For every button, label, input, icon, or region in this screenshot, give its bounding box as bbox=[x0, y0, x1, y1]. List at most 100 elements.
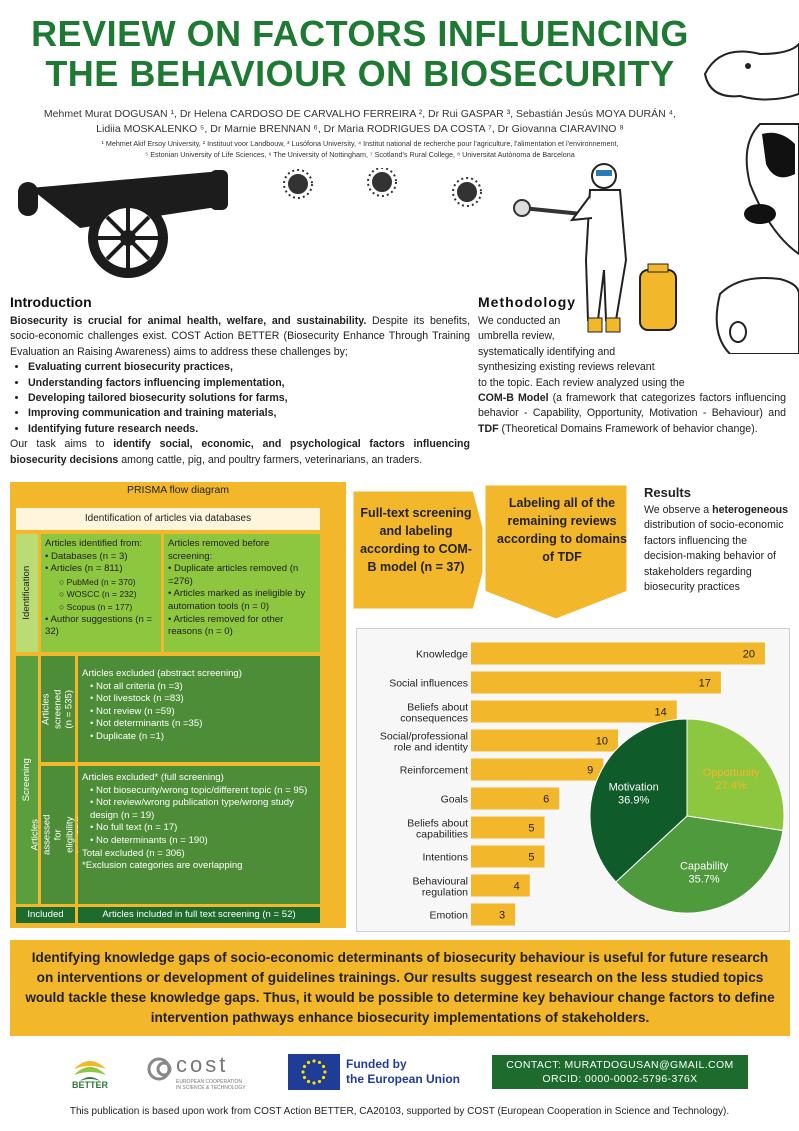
prisma-fulltext-item: • Not review/wrong publication type/wron… bbox=[90, 797, 294, 821]
method-paragraph: COM-B Model (a framework that categorize… bbox=[478, 391, 786, 437]
introduction-heading: Introduction bbox=[10, 294, 92, 310]
prisma-label-identification-text: Identification bbox=[21, 566, 33, 620]
bar-value-label: 20 bbox=[743, 649, 755, 661]
intro-p2-a: Our task aims to bbox=[10, 438, 114, 451]
step-arrow-2 bbox=[482, 482, 630, 622]
intro-p2-b: among cattle, pig, and poultry farmers, … bbox=[118, 453, 423, 466]
prisma-label-screened: Articles screened (n = 535) bbox=[41, 656, 75, 762]
prisma-total-excluded: Total excluded (n = 306) bbox=[82, 847, 185, 859]
footer-note: This publication is based upon work from… bbox=[69, 1106, 730, 1117]
prisma-flow-diagram: PRISMA flow diagram Identification of ar… bbox=[10, 482, 346, 928]
prisma-label-included: Included bbox=[16, 907, 75, 923]
intro-p2-bold: identify social, economic, and psycholog… bbox=[10, 438, 470, 466]
prisma-abstract-title: Articles excluded (abstract screening) bbox=[82, 668, 242, 679]
contact-orcid[interactable]: ORCID: 0000-0002-5796-376X bbox=[542, 1073, 698, 1085]
bar-value-label: 5 bbox=[528, 852, 534, 864]
authors-line-1: Mehmet Murat DOGUSAN ¹, Dr Helena CARDOS… bbox=[43, 108, 677, 120]
method-line: to the topic. Each review analyzed using… bbox=[478, 376, 685, 389]
methodology-heading: Methodology bbox=[478, 294, 577, 310]
results-text-a: We observe a bbox=[644, 504, 713, 516]
prisma-identified-item: • Databases (n = 3) bbox=[45, 550, 128, 562]
bar-value-label: 4 bbox=[514, 881, 520, 893]
bar-value-label: 3 bbox=[499, 910, 505, 922]
prisma-ident-header: Identification of articles via databases bbox=[16, 508, 320, 530]
prisma-fulltext-text: Not review/wrong publication type/wrong … bbox=[90, 797, 294, 821]
method-comb-rest: (a framework that categorizes factors in… bbox=[478, 392, 786, 420]
prisma-identified-box: Articles identified from: • Databases (n… bbox=[41, 534, 161, 652]
disinfection-worker-illustration bbox=[513, 163, 677, 333]
step-2-text: Labeling all of the remaining reviews ac… bbox=[497, 496, 627, 564]
bar-value-label: 9 bbox=[587, 765, 593, 777]
eu-star bbox=[317, 1060, 322, 1065]
eu-star bbox=[317, 1079, 322, 1084]
bar bbox=[471, 700, 677, 723]
bar-category-label: Knowledge bbox=[416, 649, 468, 661]
prisma-fulltext-item: • Not biosecurity/wrong topic/different … bbox=[90, 784, 308, 796]
bar-category-label: Reinforcement bbox=[400, 765, 468, 777]
prisma-articles: Articles (n = 811) bbox=[50, 563, 123, 575]
intro-paragraph-2: Our task aims to identify social, econom… bbox=[10, 437, 470, 468]
results-text: We observe a heterogeneous distribution … bbox=[644, 503, 792, 595]
eu-star bbox=[312, 1081, 316, 1085]
bar bbox=[471, 729, 618, 752]
eu-star bbox=[302, 1075, 307, 1080]
author-list: Mehmet Murat DOGUSAN ¹, Dr Helena CARDOS… bbox=[10, 107, 710, 137]
prisma-identified-sub: ○ Scopus (n = 177) bbox=[59, 601, 133, 612]
method-line: We conducted an bbox=[478, 315, 561, 327]
introduction-text: Biosecurity is crucial for animal health… bbox=[10, 314, 470, 468]
affil-line-2: ⁵ Estonian University of Life Sciences, … bbox=[145, 150, 575, 159]
prisma-author-suggestions: Author suggestions (n = 32) bbox=[45, 613, 153, 638]
bar bbox=[471, 874, 530, 897]
results-heading: Results bbox=[644, 485, 691, 500]
bar bbox=[471, 787, 560, 810]
eu-funding-text: Funded by the European Union bbox=[346, 1057, 460, 1087]
prisma-fulltext-title: Articles excluded* (full screening) bbox=[82, 772, 224, 783]
prisma-label-screening: Screening bbox=[16, 656, 38, 904]
bar-value-label: 17 bbox=[699, 678, 711, 690]
prisma-identified-item: • Author suggestions (n = 32) bbox=[45, 613, 153, 638]
prisma-fulltext-text: No full text (n = 17) bbox=[96, 822, 178, 834]
eu-star bbox=[306, 1060, 311, 1065]
prisma-abstract-item: • Not livestock (n =83) bbox=[90, 693, 184, 705]
affil-line-1: ¹ Mehmet Akif Ersoy University, ² Instit… bbox=[101, 139, 619, 148]
method-comb-bold: COM-B Model bbox=[478, 392, 549, 405]
intro-bullet: Evaluating current biosecurity practices… bbox=[28, 360, 470, 375]
method-line: systematically identifying and bbox=[478, 345, 616, 358]
bar-value-label: 5 bbox=[528, 823, 534, 835]
contact-email[interactable]: CONTACT: MURATDOGUSAN@GMAIL.COM bbox=[506, 1059, 734, 1071]
results-text-b: distribution of socio-economic factors i… bbox=[644, 519, 784, 594]
prisma-identified-item: • Articles (n = 811) bbox=[45, 563, 123, 575]
eu-star bbox=[321, 1075, 326, 1080]
bar-value-label: 10 bbox=[596, 736, 608, 748]
eu-line-1: Funded by bbox=[346, 1057, 407, 1071]
cost-logo-text: cost bbox=[176, 1052, 229, 1077]
eu-star bbox=[301, 1070, 305, 1074]
prisma-removed-item: • Duplicate articles removed (n =276) bbox=[168, 563, 299, 587]
bar bbox=[471, 903, 516, 926]
prisma-removed-item: • Articles marked as ineligible by autom… bbox=[168, 588, 306, 612]
farm-animals-illustration bbox=[703, 42, 799, 354]
prisma-identified-sub: ○ PubMed (n = 370) bbox=[59, 576, 136, 587]
bar-category-label: Goals bbox=[441, 794, 468, 806]
better-logo-text: BETTER bbox=[72, 1080, 108, 1090]
intro-bullet-list: Evaluating current biosecurity practices… bbox=[28, 360, 470, 437]
bar bbox=[471, 642, 765, 665]
bar-value-label: 6 bbox=[543, 794, 549, 806]
authors-line-2: Lidiia MOSKALENKO ⁵, Dr Marnie BRENNAN ⁶… bbox=[96, 123, 624, 135]
pie-slice bbox=[615, 815, 784, 914]
step-arrow-1 bbox=[350, 488, 492, 612]
prisma-fulltext-box: Articles excluded* (full screening) • No… bbox=[78, 766, 320, 904]
prisma-scopus: Scopus (n = 177) bbox=[66, 601, 133, 612]
virus-icons bbox=[283, 168, 482, 207]
prisma-abstract-item: • Duplicate (n =1) bbox=[90, 730, 165, 742]
intro-paragraph-1: Biosecurity is crucial for animal health… bbox=[10, 314, 470, 360]
prisma-label-included-text: Included bbox=[27, 909, 64, 921]
intro-bullet: Identifying future research needs. bbox=[28, 422, 470, 437]
prisma-fulltext-item: • No full text (n = 17) bbox=[90, 822, 178, 834]
method-line: synthesizing existing reviews relevant bbox=[478, 361, 655, 374]
